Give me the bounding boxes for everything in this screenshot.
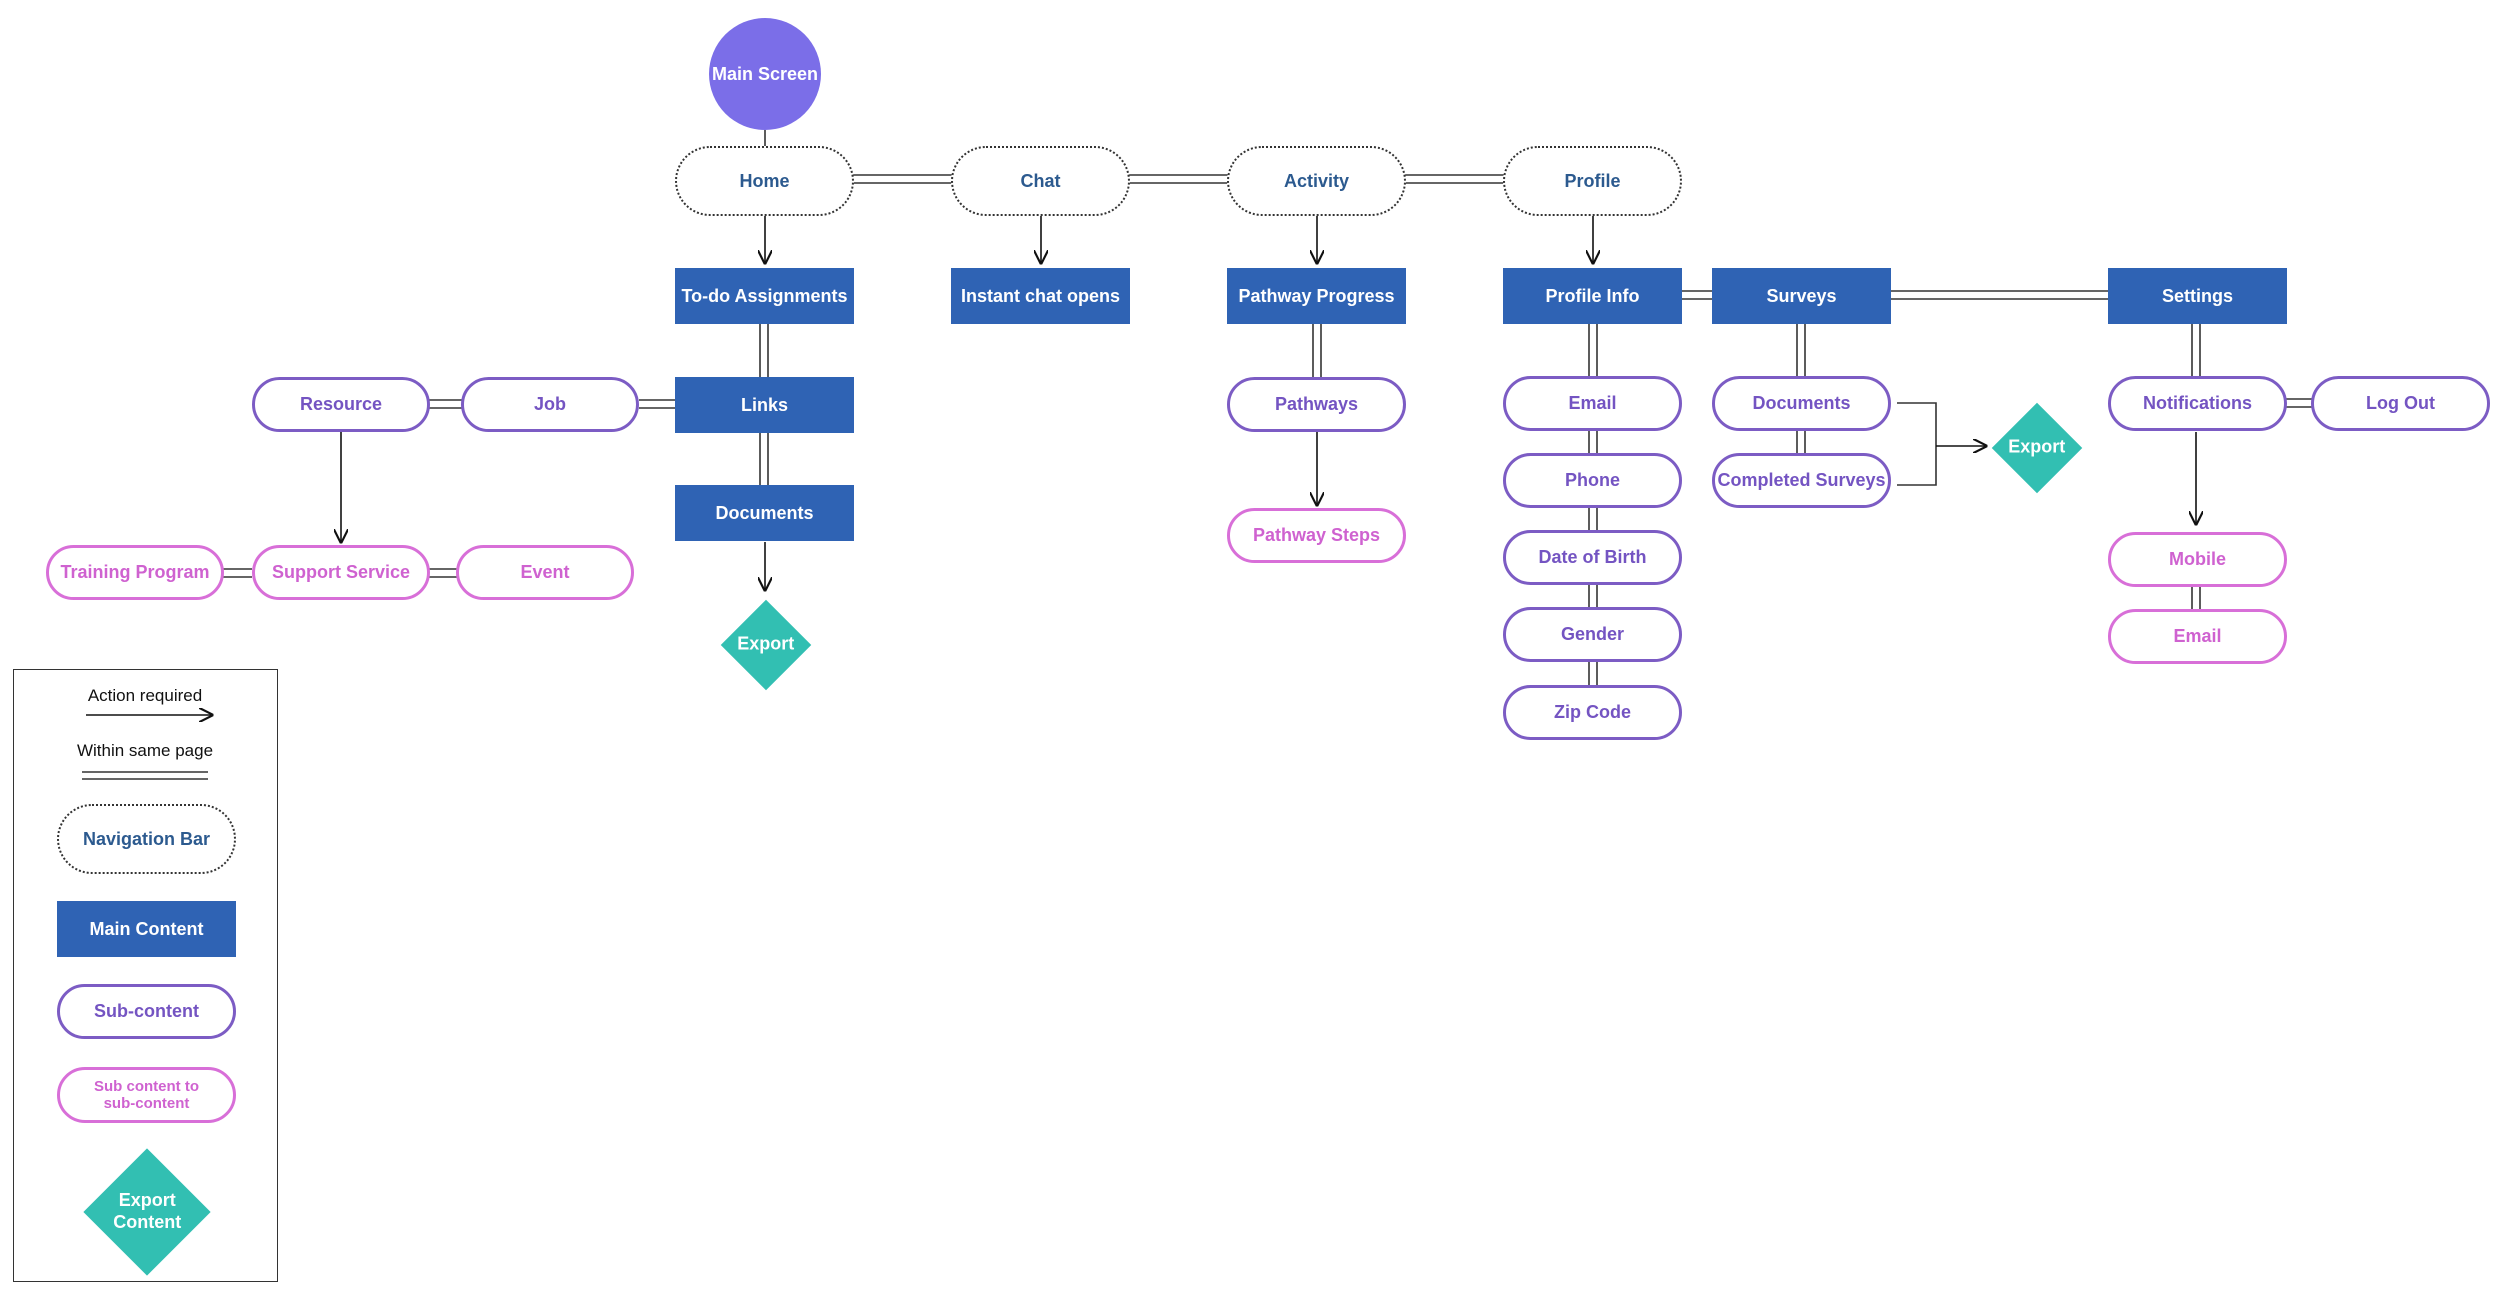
settings-label: Settings xyxy=(2161,285,2233,306)
settings-node: Settings xyxy=(2108,268,2287,324)
legend-sub-content: Sub-content xyxy=(57,984,236,1039)
surveys-node: Surveys xyxy=(1712,268,1891,324)
survey-documents-node: Documents xyxy=(1712,376,1891,431)
links-label: Links xyxy=(740,394,788,415)
notifications-label: Notifications xyxy=(2142,393,2252,414)
resource-node: Resource xyxy=(252,377,430,432)
profile-info-node: Profile Info xyxy=(1503,268,1682,324)
legend-within-same-page-label: Within same page xyxy=(76,741,214,760)
legend-navigation-bar: Navigation Bar xyxy=(57,804,236,874)
links-node: Links xyxy=(675,377,854,433)
todo-assignments-label: To-do Assignments xyxy=(681,285,848,306)
export-label: Export xyxy=(737,634,795,655)
phone-node: Phone xyxy=(1503,453,1682,508)
support-service-node: Support Service xyxy=(252,545,430,600)
documents-node: Documents xyxy=(675,485,854,541)
gender-label: Gender xyxy=(1560,624,1625,645)
main-screen-label: Main Screen xyxy=(711,63,819,84)
export-label: Export xyxy=(2008,437,2066,458)
settings-email-label: Email xyxy=(2173,626,2222,647)
notifications-node: Notifications xyxy=(2108,376,2287,431)
job-node: Job xyxy=(461,377,639,432)
nav-home-label: Home xyxy=(739,170,790,191)
gender-node: Gender xyxy=(1503,607,1682,662)
log-out-label: Log Out xyxy=(2366,393,2435,414)
legend-sub-sub-content-label: Sub content to sub-content xyxy=(94,1077,199,1112)
resource-label: Resource xyxy=(299,394,383,415)
zip-code-node: Zip Code xyxy=(1503,685,1682,740)
event-node: Event xyxy=(456,545,634,600)
training-program-label: Training Program xyxy=(60,562,210,583)
completed-surveys-node: Completed Surveys xyxy=(1712,453,1891,508)
surveys-label: Surveys xyxy=(1766,285,1837,306)
event-label: Event xyxy=(520,562,570,583)
legend-navigation-bar-label: Navigation Bar xyxy=(82,828,211,849)
mobile-label: Mobile xyxy=(2169,549,2226,570)
legend-main-content-label: Main Content xyxy=(89,918,204,939)
legend-box xyxy=(13,669,278,1282)
zip-code-label: Zip Code xyxy=(1554,702,1631,723)
survey-documents-label: Documents xyxy=(1752,393,1851,414)
profile-info-label: Profile Info xyxy=(1545,285,1640,306)
instant-chat-label: Instant chat opens xyxy=(960,285,1121,306)
nav-activity-label: Activity xyxy=(1283,170,1350,191)
mobile-node: Mobile xyxy=(2108,532,2287,587)
main-screen-node: Main Screen xyxy=(709,18,821,130)
training-program-node: Training Program xyxy=(46,545,224,600)
pathways-label: Pathways xyxy=(1274,394,1359,415)
nav-activity: Activity xyxy=(1227,146,1406,216)
nav-chat-label: Chat xyxy=(1020,170,1061,191)
todo-assignments-node: To-do Assignments xyxy=(675,268,854,324)
support-service-label: Support Service xyxy=(271,562,411,583)
legend-export-content-label: Export Content xyxy=(113,1190,181,1232)
pathway-steps-label: Pathway Steps xyxy=(1252,525,1381,546)
nav-chat: Chat xyxy=(951,146,1130,216)
settings-email-node: Email xyxy=(2108,609,2287,664)
nav-profile-label: Profile xyxy=(1564,170,1621,191)
legend-main-content: Main Content xyxy=(57,901,236,957)
legend-sub-content-label: Sub-content xyxy=(94,1001,199,1022)
nav-profile: Profile xyxy=(1503,146,1682,216)
completed-surveys-label: Completed Surveys xyxy=(1717,470,1886,491)
pathway-progress-label: Pathway Progress xyxy=(1238,285,1395,306)
date-of-birth-node: Date of Birth xyxy=(1503,530,1682,585)
pathway-steps-node: Pathway Steps xyxy=(1227,508,1406,563)
date-of-birth-label: Date of Birth xyxy=(1538,547,1647,568)
documents-label: Documents xyxy=(715,502,814,523)
pathway-progress-node: Pathway Progress xyxy=(1227,268,1406,324)
phone-label: Phone xyxy=(1564,470,1620,491)
email-label: Email xyxy=(1568,393,1617,414)
log-out-node: Log Out xyxy=(2311,376,2490,431)
nav-home: Home xyxy=(675,146,854,216)
job-label: Job xyxy=(533,394,566,415)
instant-chat-node: Instant chat opens xyxy=(951,268,1130,324)
legend-action-required-label: Action required xyxy=(87,686,203,705)
email-node: Email xyxy=(1503,376,1682,431)
legend-sub-sub-content: Sub content to sub-content xyxy=(57,1067,236,1123)
pathways-node: Pathways xyxy=(1227,377,1406,432)
